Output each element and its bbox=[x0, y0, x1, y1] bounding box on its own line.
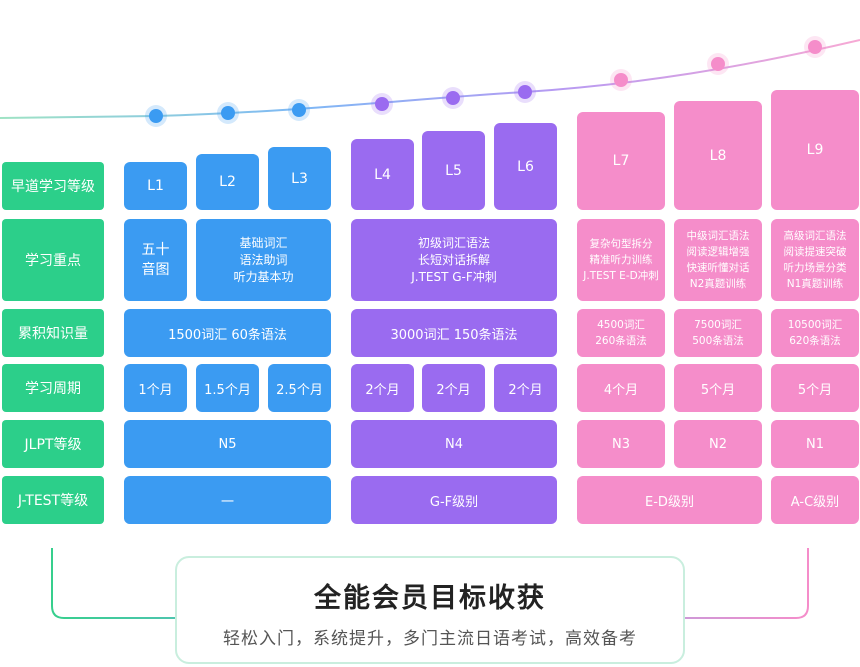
summary-box: 全能会员目标收获 轻松入门，系统提升，多门主流日语考试，高效备考 bbox=[175, 556, 685, 664]
curve-dot-l4 bbox=[375, 97, 389, 111]
curve-dot-l2 bbox=[221, 106, 235, 120]
curve-dot-l1 bbox=[149, 109, 163, 123]
level-l4: L4 bbox=[351, 139, 414, 210]
jlpt-blue: N5 bbox=[124, 420, 331, 468]
level-l9: L9 bbox=[771, 90, 859, 210]
row-label-jlpt: JLPT等级 bbox=[2, 420, 104, 468]
curve-dot-l8 bbox=[711, 57, 725, 71]
jtest-purple: G-F级别 bbox=[351, 476, 557, 524]
curve-dot-l9 bbox=[808, 40, 822, 54]
focus-l4-l6: 初级词汇语法 长短对话拆解 J.TEST G-F冲刺 bbox=[351, 219, 557, 301]
row-label-level: 早道学习等级 bbox=[2, 162, 104, 210]
bracket-line bbox=[51, 548, 809, 619]
period-l6: 2个月 bbox=[494, 364, 557, 412]
jlpt-l9: N1 bbox=[771, 420, 859, 468]
focus-l1: 五十 音图 bbox=[124, 219, 187, 301]
period-l7: 4个月 bbox=[577, 364, 665, 412]
focus-l2-l3: 基础词汇 语法助词 听力基本功 bbox=[196, 219, 331, 301]
period-l8: 5个月 bbox=[674, 364, 762, 412]
period-l4: 2个月 bbox=[351, 364, 414, 412]
knowledge-l8: 7500词汇 500条语法 bbox=[674, 309, 762, 357]
knowledge-purple: 3000词汇 150条语法 bbox=[351, 309, 557, 357]
jtest-l7-l8: E-D级别 bbox=[577, 476, 762, 524]
row-label-knowledge: 累积知识量 bbox=[2, 309, 104, 357]
knowledge-blue: 1500词汇 60条语法 bbox=[124, 309, 331, 357]
row-label-focus: 学习重点 bbox=[2, 219, 104, 301]
period-l2: 1.5个月 bbox=[196, 364, 259, 412]
focus-l9: 高级词汇语法 阅读提速突破 听力场景分类 N1真题训练 bbox=[771, 219, 859, 301]
curve-dot-l3 bbox=[292, 103, 306, 117]
level-l3: L3 bbox=[268, 147, 331, 210]
knowledge-l9: 10500词汇 620条语法 bbox=[771, 309, 859, 357]
curve-dot-l7 bbox=[614, 73, 628, 87]
summary-subtitle: 轻松入门，系统提升，多门主流日语考试，高效备考 bbox=[223, 629, 637, 649]
summary-title: 全能会员目标收获 bbox=[314, 583, 546, 614]
jtest-l9: A-C级别 bbox=[771, 476, 859, 524]
period-l3: 2.5个月 bbox=[268, 364, 331, 412]
curve-dot-l6 bbox=[518, 85, 532, 99]
jlpt-l8: N2 bbox=[674, 420, 762, 468]
period-l9: 5个月 bbox=[771, 364, 859, 412]
focus-l8: 中级词汇语法 阅读逻辑增强 快速听懂对话 N2真题训练 bbox=[674, 219, 762, 301]
row-label-period: 学习周期 bbox=[2, 364, 104, 412]
level-l2: L2 bbox=[196, 154, 259, 210]
level-l5: L5 bbox=[422, 131, 485, 210]
level-l7: L7 bbox=[577, 112, 665, 210]
row-label-jtest: J-TEST等级 bbox=[2, 476, 104, 524]
level-l6: L6 bbox=[494, 123, 557, 210]
jtest-blue: 一 bbox=[124, 476, 331, 524]
knowledge-l7: 4500词汇 260条语法 bbox=[577, 309, 665, 357]
level-l1: L1 bbox=[124, 162, 187, 210]
focus-l7: 复杂句型拆分 精准听力训练 J.TEST E-D冲刺 bbox=[577, 219, 665, 301]
period-l1: 1个月 bbox=[124, 364, 187, 412]
jlpt-purple: N4 bbox=[351, 420, 557, 468]
period-l5: 2个月 bbox=[422, 364, 485, 412]
curve-dot-l5 bbox=[446, 91, 460, 105]
level-l8: L8 bbox=[674, 101, 762, 210]
jlpt-l7: N3 bbox=[577, 420, 665, 468]
